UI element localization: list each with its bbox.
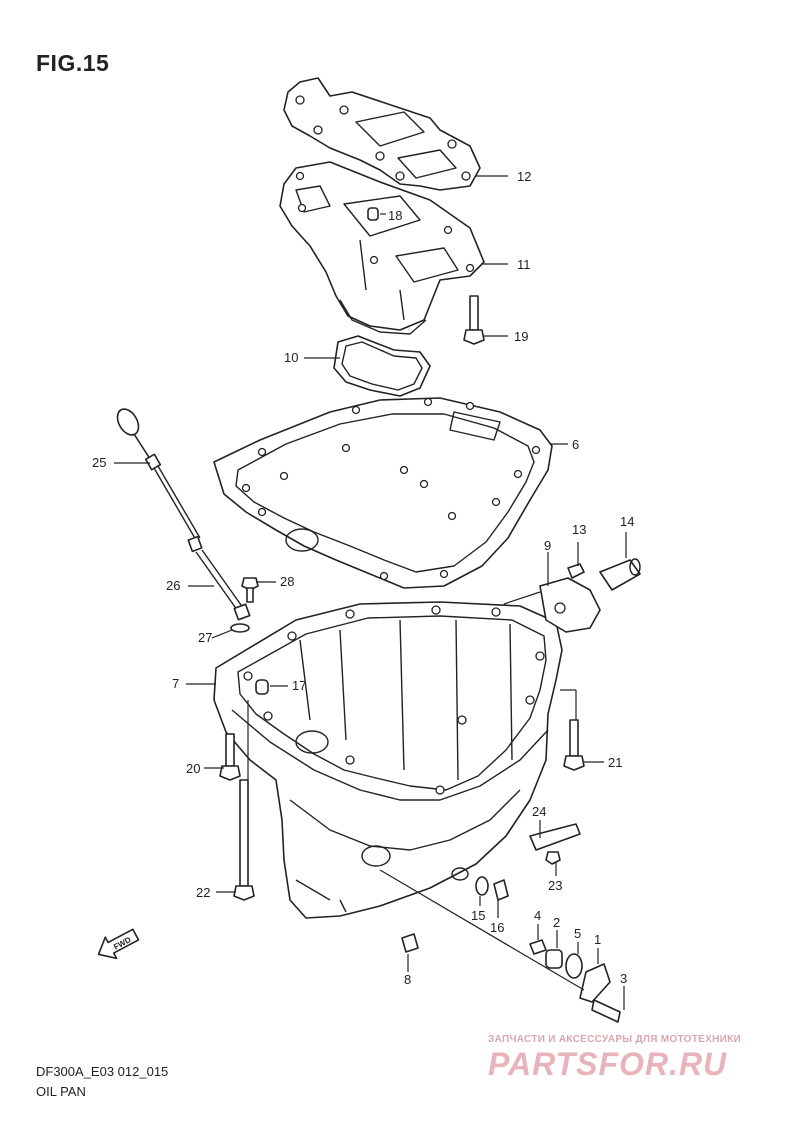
oil-strainer-11 — [279, 161, 485, 335]
callout-17: 17 — [292, 678, 306, 693]
callout-18: 18 — [388, 208, 402, 223]
bolt-4 — [529, 939, 547, 955]
bolt-23 — [545, 851, 561, 865]
bolt-20 — [219, 733, 241, 781]
callout-13: 13 — [572, 522, 586, 537]
callout-4: 4 — [534, 908, 541, 923]
o-ring-5 — [565, 953, 583, 979]
bolt-8 — [401, 933, 419, 953]
bolt-19 — [463, 295, 485, 345]
oil-pan-7 — [213, 601, 563, 919]
plug-16 — [493, 879, 509, 901]
callout-26: 26 — [166, 578, 180, 593]
dowel-pin-18 — [367, 207, 379, 221]
callout-19: 19 — [514, 329, 528, 344]
callout-8: 8 — [404, 972, 411, 987]
washer-15 — [475, 876, 489, 896]
figure-title: FIG.15 — [36, 50, 110, 76]
oil-pan-gasket-6 — [213, 397, 553, 589]
callout-2: 2 — [553, 915, 560, 930]
bolt-3 — [591, 999, 621, 1023]
watermark-brand: PARTSFOR.RU — [488, 1046, 728, 1082]
o-ring-27 — [230, 623, 250, 633]
callout-25: 25 — [92, 455, 106, 470]
bracket-24 — [529, 823, 581, 851]
callout-27: 27 — [198, 630, 212, 645]
bolt-22 — [233, 779, 255, 901]
fitting-9 — [539, 577, 601, 633]
callout-15: 15 — [471, 908, 485, 923]
callout-12: 12 — [517, 169, 531, 184]
figure-code: DF300A_E03 012_015 — [36, 1064, 169, 1079]
cover-1 — [579, 963, 611, 1003]
dipstick-25 — [116, 408, 201, 541]
callout-21: 21 — [608, 755, 622, 770]
callout-16: 16 — [490, 920, 504, 935]
callout-10: 10 — [284, 350, 298, 365]
collar-2 — [545, 949, 563, 969]
callout-23: 23 — [548, 878, 562, 893]
callout-14: 14 — [620, 514, 634, 529]
leader-lines — [114, 175, 627, 1010]
callout-20: 20 — [186, 761, 200, 776]
callout-9: 9 — [544, 538, 551, 553]
sensor-14 — [599, 558, 641, 591]
callout-3: 3 — [620, 971, 627, 986]
callout-1: 1 — [594, 932, 601, 947]
dipstick-guide-26 — [187, 535, 251, 621]
dowel-pin-17 — [255, 679, 269, 695]
watermark-subtitle: ЗАПЧАСТИ И АКСЕССУАРЫ ДЛЯ МОТОТЕХНИКИ — [488, 1034, 741, 1045]
callout-28: 28 — [280, 574, 294, 589]
callout-22: 22 — [196, 885, 210, 900]
callout-11: 11 — [517, 257, 531, 272]
fwd-arrow-icon: FWD — [97, 928, 140, 960]
bolt-21 — [563, 719, 585, 771]
callout-7: 7 — [172, 676, 179, 691]
figure-name: OIL PAN — [36, 1084, 86, 1099]
gasket-12 — [283, 77, 481, 191]
callout-24: 24 — [532, 804, 546, 819]
o-ring-10 — [333, 335, 431, 397]
callout-6: 6 — [572, 437, 579, 452]
bolt-28 — [241, 577, 259, 603]
callout-5: 5 — [574, 926, 581, 941]
bolt-13 — [567, 563, 585, 579]
